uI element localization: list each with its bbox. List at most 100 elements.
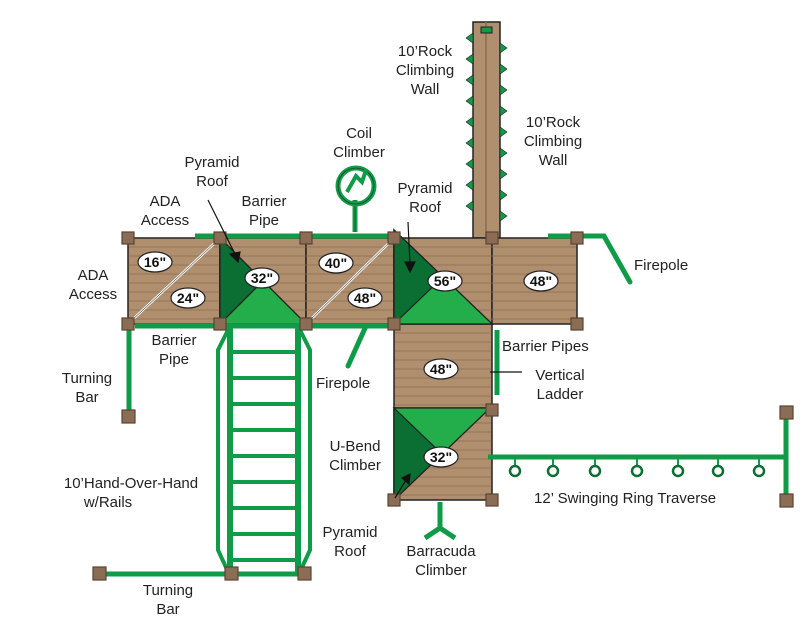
- leader-lines: [207, 199, 416, 499]
- dimension-40-label: 40": [325, 255, 347, 271]
- label-pyramid-roof-mid-line2: Roof: [409, 199, 442, 216]
- label-pyramid-roof-bottom-line2: Roof: [334, 543, 367, 560]
- barracuda-climber: [423, 502, 457, 541]
- rock-climbing-wall: [465, 21, 508, 239]
- deck-post: [570, 317, 584, 331]
- climbing-hold: [465, 74, 474, 86]
- dimension-56: 56": [427, 270, 463, 292]
- climbing-hold: [465, 53, 474, 65]
- label-rock-wall-right: 10’Rock Climbing Wall: [524, 114, 582, 169]
- climbing-hold: [465, 32, 474, 44]
- dimension-48-right: 48": [523, 270, 559, 292]
- label-u-bend-climber: U-Bend Climber: [329, 438, 381, 474]
- dimension-32-top-label: 32": [251, 270, 273, 286]
- label-rock-wall-left-line1: 10’Rock: [398, 43, 453, 60]
- label-coil-climber-line1: Coil: [346, 125, 372, 142]
- deck-post: [213, 231, 227, 245]
- label-ada-access-left-line2: Access: [69, 286, 117, 303]
- label-rock-wall-right-line3: Wall: [539, 152, 568, 169]
- label-hand-over-hand-line2: w/Rails: [83, 494, 132, 511]
- climbing-hold: [499, 210, 508, 222]
- climbing-hold: [499, 63, 508, 75]
- label-rock-wall-left-line2: Climbing: [396, 62, 454, 79]
- climbing-hold: [499, 42, 508, 54]
- ladder-rungs: [230, 350, 298, 562]
- ring: [752, 464, 766, 478]
- climbing-hold: [465, 137, 474, 149]
- climbing-hold: [465, 95, 474, 107]
- label-turning-bar-bottom: Turning Bar: [143, 582, 193, 618]
- deck-post: [299, 231, 313, 245]
- deck-post: [387, 493, 401, 507]
- label-rock-wall-right-line2: Climbing: [524, 133, 582, 150]
- label-firepole-right: Firepole: [634, 257, 688, 274]
- label-firepole-mid: Firepole: [316, 375, 370, 392]
- deck-post: [121, 231, 135, 245]
- label-u-bend-climber-line2: Climber: [329, 457, 381, 474]
- deck-post: [485, 493, 499, 507]
- climbing-hold: [499, 147, 508, 159]
- ring: [711, 464, 725, 478]
- ring: [630, 464, 644, 478]
- climbing-holds-right: [499, 42, 508, 222]
- label-pyramid-roof-left-line1: Pyramid: [184, 154, 239, 171]
- climbing-hold: [499, 84, 508, 96]
- label-barracuda-climber-line2: Climber: [415, 562, 467, 579]
- dimension-56-label: 56": [434, 273, 456, 289]
- label-ada-access-top: ADA Access: [141, 193, 189, 229]
- label-pyramid-roof-mid: Pyramid Roof: [397, 180, 452, 216]
- dimension-32-lower: 32": [423, 446, 459, 468]
- label-barrier-pipe-top-line1: Barrier: [241, 193, 286, 210]
- label-ada-access-left: ADA Access: [69, 267, 117, 303]
- label-barracuda-climber: Barracuda Climber: [406, 543, 476, 579]
- label-barrier-pipe-left-line2: Pipe: [159, 351, 189, 368]
- label-pyramid-roof-bottom-line1: Pyramid: [322, 524, 377, 541]
- label-pyramid-roof-mid-line1: Pyramid: [397, 180, 452, 197]
- turning-bar-left: [121, 326, 136, 424]
- label-turning-bar-left-line2: Bar: [75, 389, 98, 406]
- dimension-48-lower: 48": [423, 358, 459, 380]
- deck-posts: [121, 231, 584, 507]
- dimension-32-lower-label: 32": [430, 449, 452, 465]
- label-barrier-pipe-left-line1: Barrier: [151, 332, 196, 349]
- label-pyramid-roof-left-line2: Roof: [196, 173, 229, 190]
- climbing-hold: [465, 200, 474, 212]
- deck-post: [485, 403, 499, 417]
- label-rock-wall-right-line1: 10’Rock: [526, 114, 581, 131]
- label-barrier-pipe-top-line2: Pipe: [249, 212, 279, 229]
- traverse-rings: [508, 459, 766, 478]
- label-hand-over-hand-line1: 10’Hand-Over-Hand: [64, 475, 198, 492]
- label-turning-bar-bottom-line2: Bar: [156, 601, 179, 618]
- ring: [671, 464, 685, 478]
- climbing-hold: [465, 158, 474, 170]
- climbing-hold: [499, 168, 508, 180]
- label-ada-access-left-line1: ADA: [78, 267, 109, 284]
- label-rock-wall-left-line3: Wall: [411, 81, 440, 98]
- label-ring-traverse: 12’ Swinging Ring Traverse: [534, 490, 716, 507]
- dimension-16: 16": [137, 251, 173, 273]
- deck-post: [121, 317, 135, 331]
- ada-ramps: [129, 239, 393, 323]
- deck-post: [299, 317, 313, 331]
- coil-climber: [335, 165, 377, 232]
- label-vertical-ladder: Vertical Ladder: [490, 367, 585, 403]
- climbing-hold: [499, 126, 508, 138]
- label-vertical-ladder-line1: Vertical: [535, 367, 584, 384]
- ring: [508, 464, 522, 478]
- dimension-24: 24": [170, 287, 206, 309]
- deck-post: [387, 317, 401, 331]
- turning-bar-bottom: [92, 566, 305, 581]
- climbing-hold: [465, 179, 474, 191]
- dimension-48-right-label: 48": [530, 273, 552, 289]
- climbing-hold: [499, 189, 508, 201]
- dimension-48-lower-label: 48": [430, 361, 452, 377]
- deck-post: [213, 317, 227, 331]
- dimension-48-mid-label: 48": [354, 290, 376, 306]
- climbing-hold: [499, 105, 508, 117]
- label-turning-bar-bottom-line1: Turning: [143, 582, 193, 599]
- label-ada-access-top-line2: Access: [141, 212, 189, 229]
- label-barracuda-climber-line1: Barracuda: [406, 543, 476, 560]
- ring: [546, 464, 560, 478]
